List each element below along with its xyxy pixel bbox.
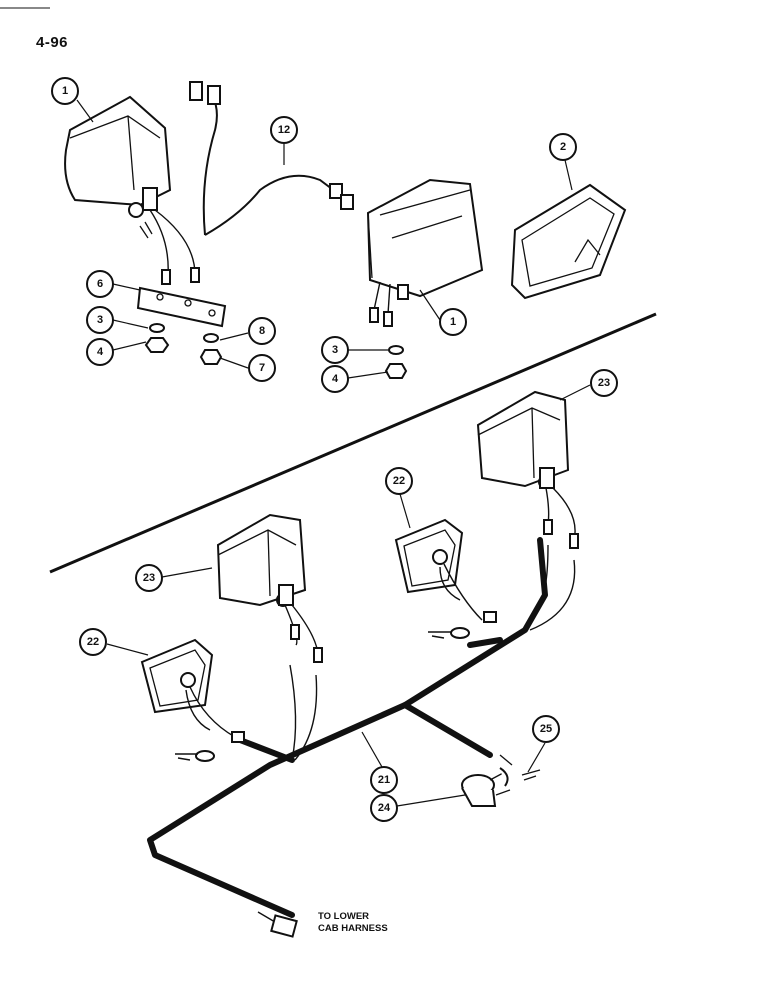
pressure-switch — [461, 754, 513, 807]
svg-text:3: 3 — [97, 314, 103, 326]
note-line-1: TO LOWER — [318, 911, 370, 922]
mounting-bracket — [136, 286, 227, 328]
callout-4-upper-middle: 4 — [321, 365, 349, 393]
harness-branch-left — [237, 737, 295, 763]
cab-harness-connector — [257, 911, 298, 938]
flood-lamp-lower-right — [394, 518, 497, 639]
svg-text:1: 1 — [450, 316, 456, 328]
ground-symbol-right — [521, 769, 541, 781]
callout-22-left: 22 — [79, 628, 107, 656]
hardware-upper-left — [144, 323, 223, 365]
jumper-harness — [189, 81, 354, 236]
svg-text:21: 21 — [378, 774, 390, 786]
callout-4-upper-left: 4 — [86, 338, 114, 366]
flood-lamp-lower-left — [140, 638, 245, 762]
callout-2: 2 — [549, 133, 577, 161]
callout-23-right: 23 — [590, 369, 618, 397]
section-divider — [49, 312, 657, 574]
harness-note: TO LOWER CAB HARNESS — [318, 911, 388, 935]
work-lamp-lower-left — [216, 513, 323, 761]
svg-text:22: 22 — [87, 636, 99, 648]
callout-3-upper-left: 3 — [86, 306, 114, 334]
svg-text:25: 25 — [540, 723, 552, 735]
work-lamp-upper-middle — [366, 178, 484, 327]
svg-text:23: 23 — [598, 377, 610, 389]
harness-branch-mid — [467, 637, 503, 648]
svg-text:2: 2 — [560, 141, 566, 153]
page-number: 4-96 — [36, 34, 69, 51]
hardware-upper-middle — [384, 345, 408, 379]
callout-22-right: 22 — [385, 467, 413, 495]
main-harness — [147, 537, 548, 918]
callout-25: 25 — [532, 715, 560, 743]
work-lamp-upper-left — [64, 95, 200, 285]
callout-1-upper-left: 1 — [51, 77, 79, 105]
callout-24: 24 — [370, 794, 398, 822]
callout-6: 6 — [86, 270, 114, 298]
svg-text:3: 3 — [332, 344, 338, 356]
callout-21: 21 — [370, 766, 398, 794]
work-lamp-lower-right — [476, 390, 579, 631]
callout-1-upper-middle: 1 — [439, 308, 467, 336]
svg-text:24: 24 — [378, 802, 391, 814]
callout-12: 12 — [270, 116, 298, 144]
svg-text:12: 12 — [278, 124, 290, 136]
callout-7: 7 — [248, 354, 276, 382]
callout-23-left: 23 — [135, 564, 163, 592]
callout-8: 8 — [248, 317, 276, 345]
lamp-lens — [510, 183, 627, 300]
callout-3-upper-middle: 3 — [321, 336, 349, 364]
svg-text:4: 4 — [332, 373, 339, 385]
svg-text:7: 7 — [259, 362, 265, 374]
svg-text:6: 6 — [97, 278, 103, 290]
svg-text:1: 1 — [62, 85, 68, 97]
svg-text:23: 23 — [143, 572, 155, 584]
svg-text:4: 4 — [97, 346, 104, 358]
harness-branch-right — [402, 702, 493, 758]
note-line-2: CAB HARNESS — [318, 923, 388, 934]
svg-text:22: 22 — [393, 475, 405, 487]
svg-text:8: 8 — [259, 325, 265, 337]
